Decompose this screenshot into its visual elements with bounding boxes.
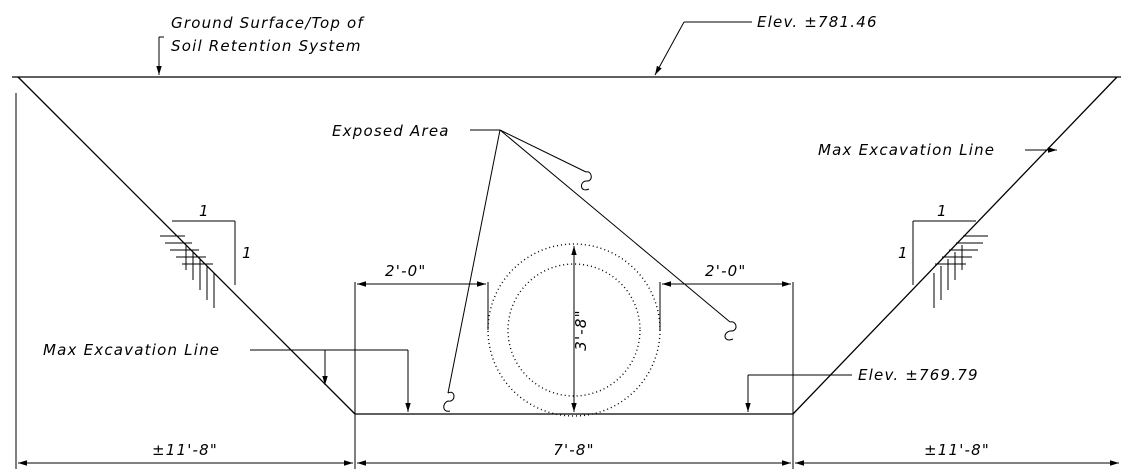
max-excavation-label-left: Max Excavation Line xyxy=(43,341,220,359)
exposed-area-leader-2 xyxy=(499,129,587,173)
bottom-right-dimension: ±11'-8" xyxy=(924,441,990,459)
clear-right-dimension: 2'-0" xyxy=(705,262,747,280)
pipe-inner-circle xyxy=(507,263,641,397)
clear-left-dimension: 2'-0" xyxy=(385,262,427,280)
elevation-top-leader xyxy=(654,21,685,76)
bottom-left-dimension: ±11'-8" xyxy=(152,441,218,459)
slope-left-rise: 1 xyxy=(242,244,253,262)
exposed-area-label: Exposed Area xyxy=(332,122,450,140)
right-excavation-slope xyxy=(792,76,1118,415)
ground-hatch-left xyxy=(160,235,215,308)
exposed-area-leader-1 xyxy=(447,129,501,394)
elevation-bottom-label: Elev. ±769.79 xyxy=(858,366,979,384)
ground-surface-label-line2: Soil Retention System xyxy=(171,37,362,55)
elevation-top-label: Elev. ±781.46 xyxy=(757,13,878,31)
bottom-center-dimension: 7'-8" xyxy=(553,441,595,459)
slope-right-run: 1 xyxy=(937,202,948,220)
ground-hatch-right xyxy=(933,235,988,308)
exposed-area-leader-3 xyxy=(499,129,731,323)
slope-right-rise: 1 xyxy=(898,244,909,262)
ground-surface-label-line1: Ground Surface/Top of xyxy=(171,14,365,32)
exposed-area-squiggle-1 xyxy=(443,391,455,412)
slope-left-run: 1 xyxy=(199,202,210,220)
max-excavation-label-right: Max Excavation Line xyxy=(818,141,995,159)
exposed-area-squiggle-2 xyxy=(581,171,592,191)
exposed-area-squiggle-3 xyxy=(724,321,737,341)
pipe-diameter-dimension: 3'-8" xyxy=(572,309,590,351)
